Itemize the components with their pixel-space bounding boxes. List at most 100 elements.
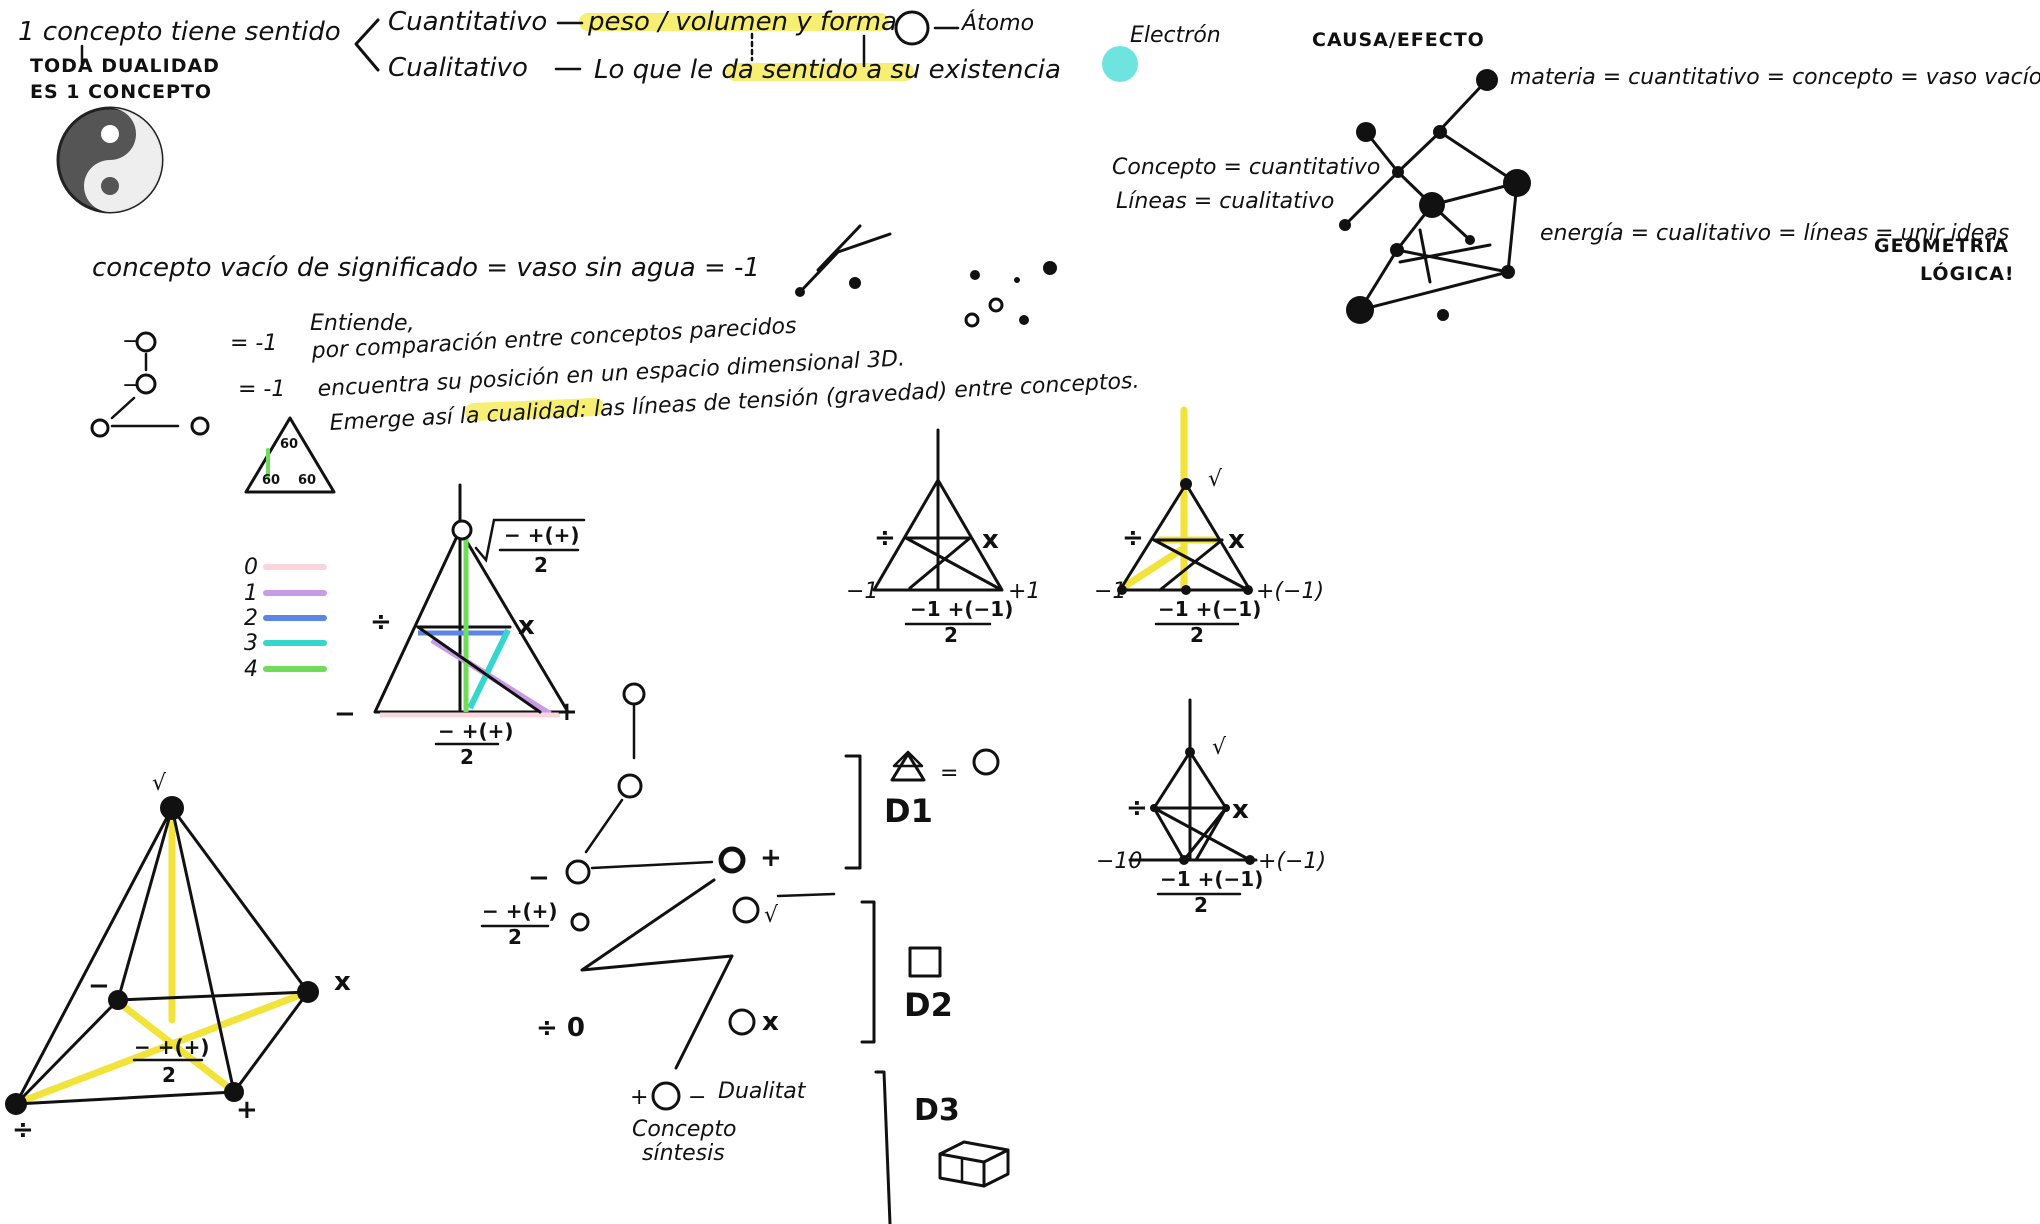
cause-effect-label: CAUSA/EFECTO	[1312, 29, 1485, 51]
legend-item: 4	[244, 657, 327, 682]
header-brace	[354, 18, 380, 72]
svg-text:÷: ÷	[12, 1115, 34, 1145]
svg-text:+: +	[236, 1095, 258, 1125]
electron-label: Electrón	[1130, 23, 1221, 48]
logica-label: LÓGICA!	[1920, 261, 2015, 285]
triangle-d: √ ÷ x −10 +(−1) −1 +(−1) 2	[1096, 698, 1326, 917]
svg-text:60: 60	[262, 473, 280, 488]
svg-text:2: 2	[162, 1063, 176, 1087]
atom-circle-icon	[894, 10, 930, 46]
neg-one-b: = -1	[238, 377, 285, 402]
cube-icon	[938, 1140, 1010, 1188]
header-sub-line1: TODA DUALIDAD	[30, 55, 220, 77]
svg-text:x: x	[762, 1007, 779, 1037]
neg-one-chain: − −	[90, 329, 210, 438]
svg-text:2: 2	[508, 925, 522, 949]
yin-yang-icon	[56, 106, 164, 214]
dimensions: = D1 D2 D3	[844, 748, 1010, 1224]
svg-text:2: 2	[1190, 623, 1204, 647]
svg-text:√: √	[152, 771, 167, 796]
svg-text:√: √	[1208, 467, 1223, 492]
sintesis-label-2: síntesis	[642, 1141, 725, 1166]
svg-text:+: +	[556, 697, 578, 727]
svg-text:+(−1): +(−1)	[1258, 849, 1326, 874]
svg-text:2: 2	[1194, 893, 1208, 917]
header-sub-line2: ES 1 CONCEPTO	[30, 81, 212, 103]
svg-text:÷ 0: ÷ 0	[536, 1013, 585, 1043]
legend-item: 0	[244, 555, 327, 580]
svg-text:x: x	[518, 611, 535, 641]
svg-text:−1: −1	[846, 579, 878, 604]
svg-text:÷: ÷	[1122, 523, 1144, 553]
svg-text:x: x	[982, 525, 999, 555]
quant-label: Cuantitativo	[388, 7, 547, 37]
svg-text:+1: +1	[1008, 579, 1040, 604]
svg-text:− +(+): − +(+)	[438, 719, 514, 743]
header-main: 1 concepto tiene sentido	[18, 17, 341, 47]
svg-text:60: 60	[280, 437, 298, 452]
svg-text:2: 2	[244, 606, 258, 631]
main-triangle: ÷ x − + − +(+) 2 − +(+) 2	[334, 483, 586, 769]
svg-text:+: +	[630, 1085, 648, 1110]
svg-text:−: −	[88, 971, 110, 1001]
svg-text:2: 2	[534, 553, 548, 577]
qual-label: Cualitativo	[388, 53, 528, 83]
svg-text:−10: −10	[1096, 849, 1142, 874]
header-section: 1 concepto tiene sentido TODA DUALIDAD E…	[18, 7, 1485, 214]
vacio-note: concepto vacío de significado = vaso sin…	[92, 253, 760, 283]
qual-def: Lo que le da sentido a su existencia	[594, 55, 1061, 85]
triangle-c: √ ÷ x −1 +(−1) −1 +(−1) 2	[1094, 406, 1324, 647]
notes-section: concepto vacío de significado = vaso sin…	[90, 224, 1140, 494]
color-legend: 0 1 2 3 4	[244, 555, 327, 682]
svg-text:x: x	[334, 967, 351, 997]
legend-item: 3	[244, 631, 327, 656]
entiende-note: Entiende,	[310, 311, 415, 336]
sintesis-label-1: Concepto	[632, 1117, 736, 1142]
svg-text:− +(+): − +(+)	[482, 899, 558, 923]
svg-text:√: √	[764, 903, 779, 928]
svg-text:3: 3	[244, 631, 258, 656]
svg-text:1: 1	[244, 581, 258, 606]
svg-text:−1 +(−1): −1 +(−1)	[1158, 597, 1261, 621]
small-triangle: 60 60 60	[244, 416, 336, 494]
scatter-dots	[964, 261, 1057, 328]
electron-dot-icon	[1102, 46, 1138, 82]
svg-text:2: 2	[944, 623, 958, 647]
svg-text:x: x	[1232, 795, 1249, 825]
svg-text:−: −	[122, 329, 140, 354]
triangle-b: ÷ x −1 +1 −1 +(−1) 2	[846, 428, 1040, 647]
geometria-label: GEOMETRÍA	[1874, 234, 2009, 257]
svg-text:−1 +(−1): −1 +(−1)	[910, 597, 1013, 621]
svg-text:−: −	[528, 863, 550, 893]
svg-text:−1: −1	[1094, 579, 1126, 604]
concepto-label: Concepto = cuantitativo	[1112, 155, 1380, 180]
svg-text:+(−1): +(−1)	[1256, 579, 1324, 604]
svg-text:÷: ÷	[874, 523, 896, 553]
cualidad-highlight	[465, 398, 604, 421]
d3-label: D3	[914, 1093, 960, 1128]
svg-text:+: +	[760, 843, 782, 873]
dualitat-label: Dualitat	[718, 1079, 807, 1104]
svg-text:2: 2	[460, 745, 474, 769]
svg-text:60: 60	[298, 473, 316, 488]
legend-item: 1	[244, 581, 327, 606]
pyramid-3d: √ − x + ÷ − +(+) 2	[5, 771, 351, 1145]
svg-text:=: =	[940, 761, 958, 786]
emerge-pre: Emerge así	[329, 404, 456, 436]
svg-text:−: −	[688, 1085, 706, 1110]
svg-text:0: 0	[244, 555, 258, 580]
svg-text:−: −	[334, 699, 356, 729]
svg-text:−1 +(−1): −1 +(−1)	[1160, 867, 1263, 891]
svg-text:−: −	[122, 373, 140, 398]
emerge-highlighted: la cualidad	[459, 398, 581, 429]
d2-label: D2	[904, 986, 953, 1024]
svg-text:÷: ÷	[1126, 793, 1148, 823]
atom-label: Átomo	[960, 10, 1034, 36]
svg-text:− +(+): − +(+)	[504, 523, 580, 547]
lineas-label: Líneas = cualitativo	[1116, 189, 1334, 214]
materia-label: materia = cuantitativo = concepto = vaso…	[1510, 65, 2040, 90]
concept-network: materia = cuantitativo = concepto = vaso…	[1112, 65, 2040, 324]
legend-item: 2	[244, 606, 327, 631]
neg-one-a: = -1	[230, 331, 277, 356]
